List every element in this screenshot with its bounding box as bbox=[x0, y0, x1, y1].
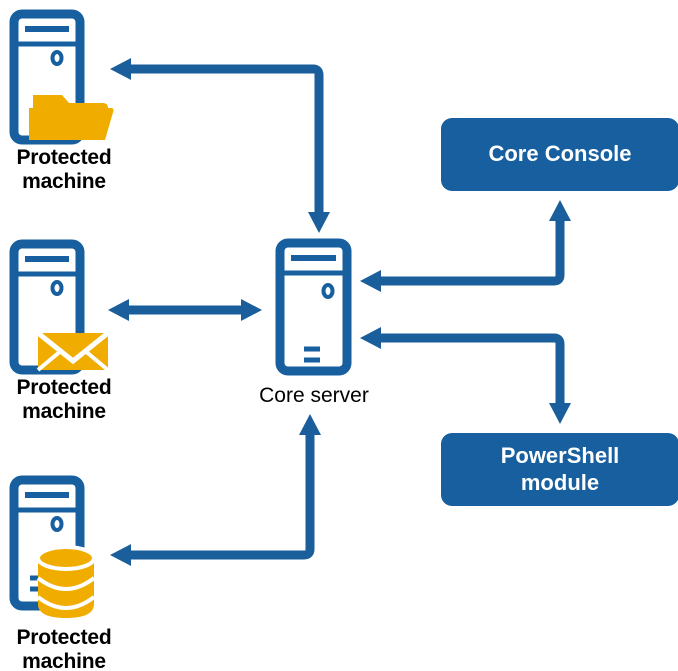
node-protected-machine-database[interactable] bbox=[9, 475, 96, 618]
connector-core-server-to-powershell-module[interactable] bbox=[360, 327, 571, 424]
server-tower-icon bbox=[275, 238, 352, 376]
connector-core-server-to-protected-machine-folder[interactable] bbox=[110, 58, 330, 233]
connector-path bbox=[374, 333, 565, 408]
node-protected-machine-mail[interactable] bbox=[9, 239, 110, 375]
connector-core-server-to-core-console[interactable] bbox=[360, 200, 571, 292]
connections-layer bbox=[108, 58, 571, 566]
core-console-box[interactable] bbox=[441, 118, 678, 191]
protected-machine-mail-label: Protected machine bbox=[16, 376, 112, 423]
powershell-module-label[interactable]: PowerShell module bbox=[500, 443, 620, 495]
protected-machine-database-label: Protected machine bbox=[16, 626, 112, 671]
arrowhead-left bbox=[360, 327, 381, 349]
database-icon bbox=[36, 545, 96, 618]
connector-path bbox=[124, 64, 324, 218]
arrowhead-left bbox=[108, 299, 129, 321]
arrowhead-up bbox=[299, 414, 321, 435]
database-disc-divider-1 bbox=[36, 576, 96, 592]
arrowhead-up bbox=[549, 200, 571, 221]
power-button-icon bbox=[321, 283, 335, 299]
database-disc-divider-2 bbox=[36, 595, 96, 611]
connector-core-server-to-protected-machine-database[interactable] bbox=[110, 414, 321, 566]
connector-path bbox=[374, 216, 565, 286]
power-button-icon bbox=[50, 50, 64, 66]
arrowhead-left bbox=[360, 270, 381, 292]
arrowhead-right bbox=[241, 299, 262, 321]
connector-path bbox=[124, 430, 315, 560]
arrowhead-down bbox=[549, 403, 571, 424]
powershell-module-box[interactable] bbox=[441, 433, 678, 506]
arrowhead-left bbox=[110, 58, 131, 80]
node-core-server[interactable] bbox=[275, 238, 352, 376]
folder-icon bbox=[29, 95, 114, 140]
arrowhead-left bbox=[110, 544, 131, 566]
envelope-creases bbox=[36, 348, 110, 372]
arrowhead-down bbox=[308, 212, 330, 233]
power-button-icon bbox=[50, 280, 64, 296]
core-console-label[interactable]: Core Console bbox=[488, 141, 632, 167]
envelope-icon bbox=[36, 331, 110, 372]
connector-core-server-to-protected-machine-mail[interactable] bbox=[108, 299, 262, 321]
protected-machine-folder-label: Protected machine bbox=[16, 146, 112, 193]
folder-front bbox=[29, 108, 114, 140]
envelope-flap bbox=[36, 331, 110, 365]
power-button-icon bbox=[50, 516, 64, 532]
server-body bbox=[275, 238, 352, 376]
core-server-label: Core server bbox=[259, 384, 369, 407]
node-protected-machine-folder[interactable] bbox=[9, 9, 114, 145]
database-disc-top bbox=[36, 545, 96, 571]
